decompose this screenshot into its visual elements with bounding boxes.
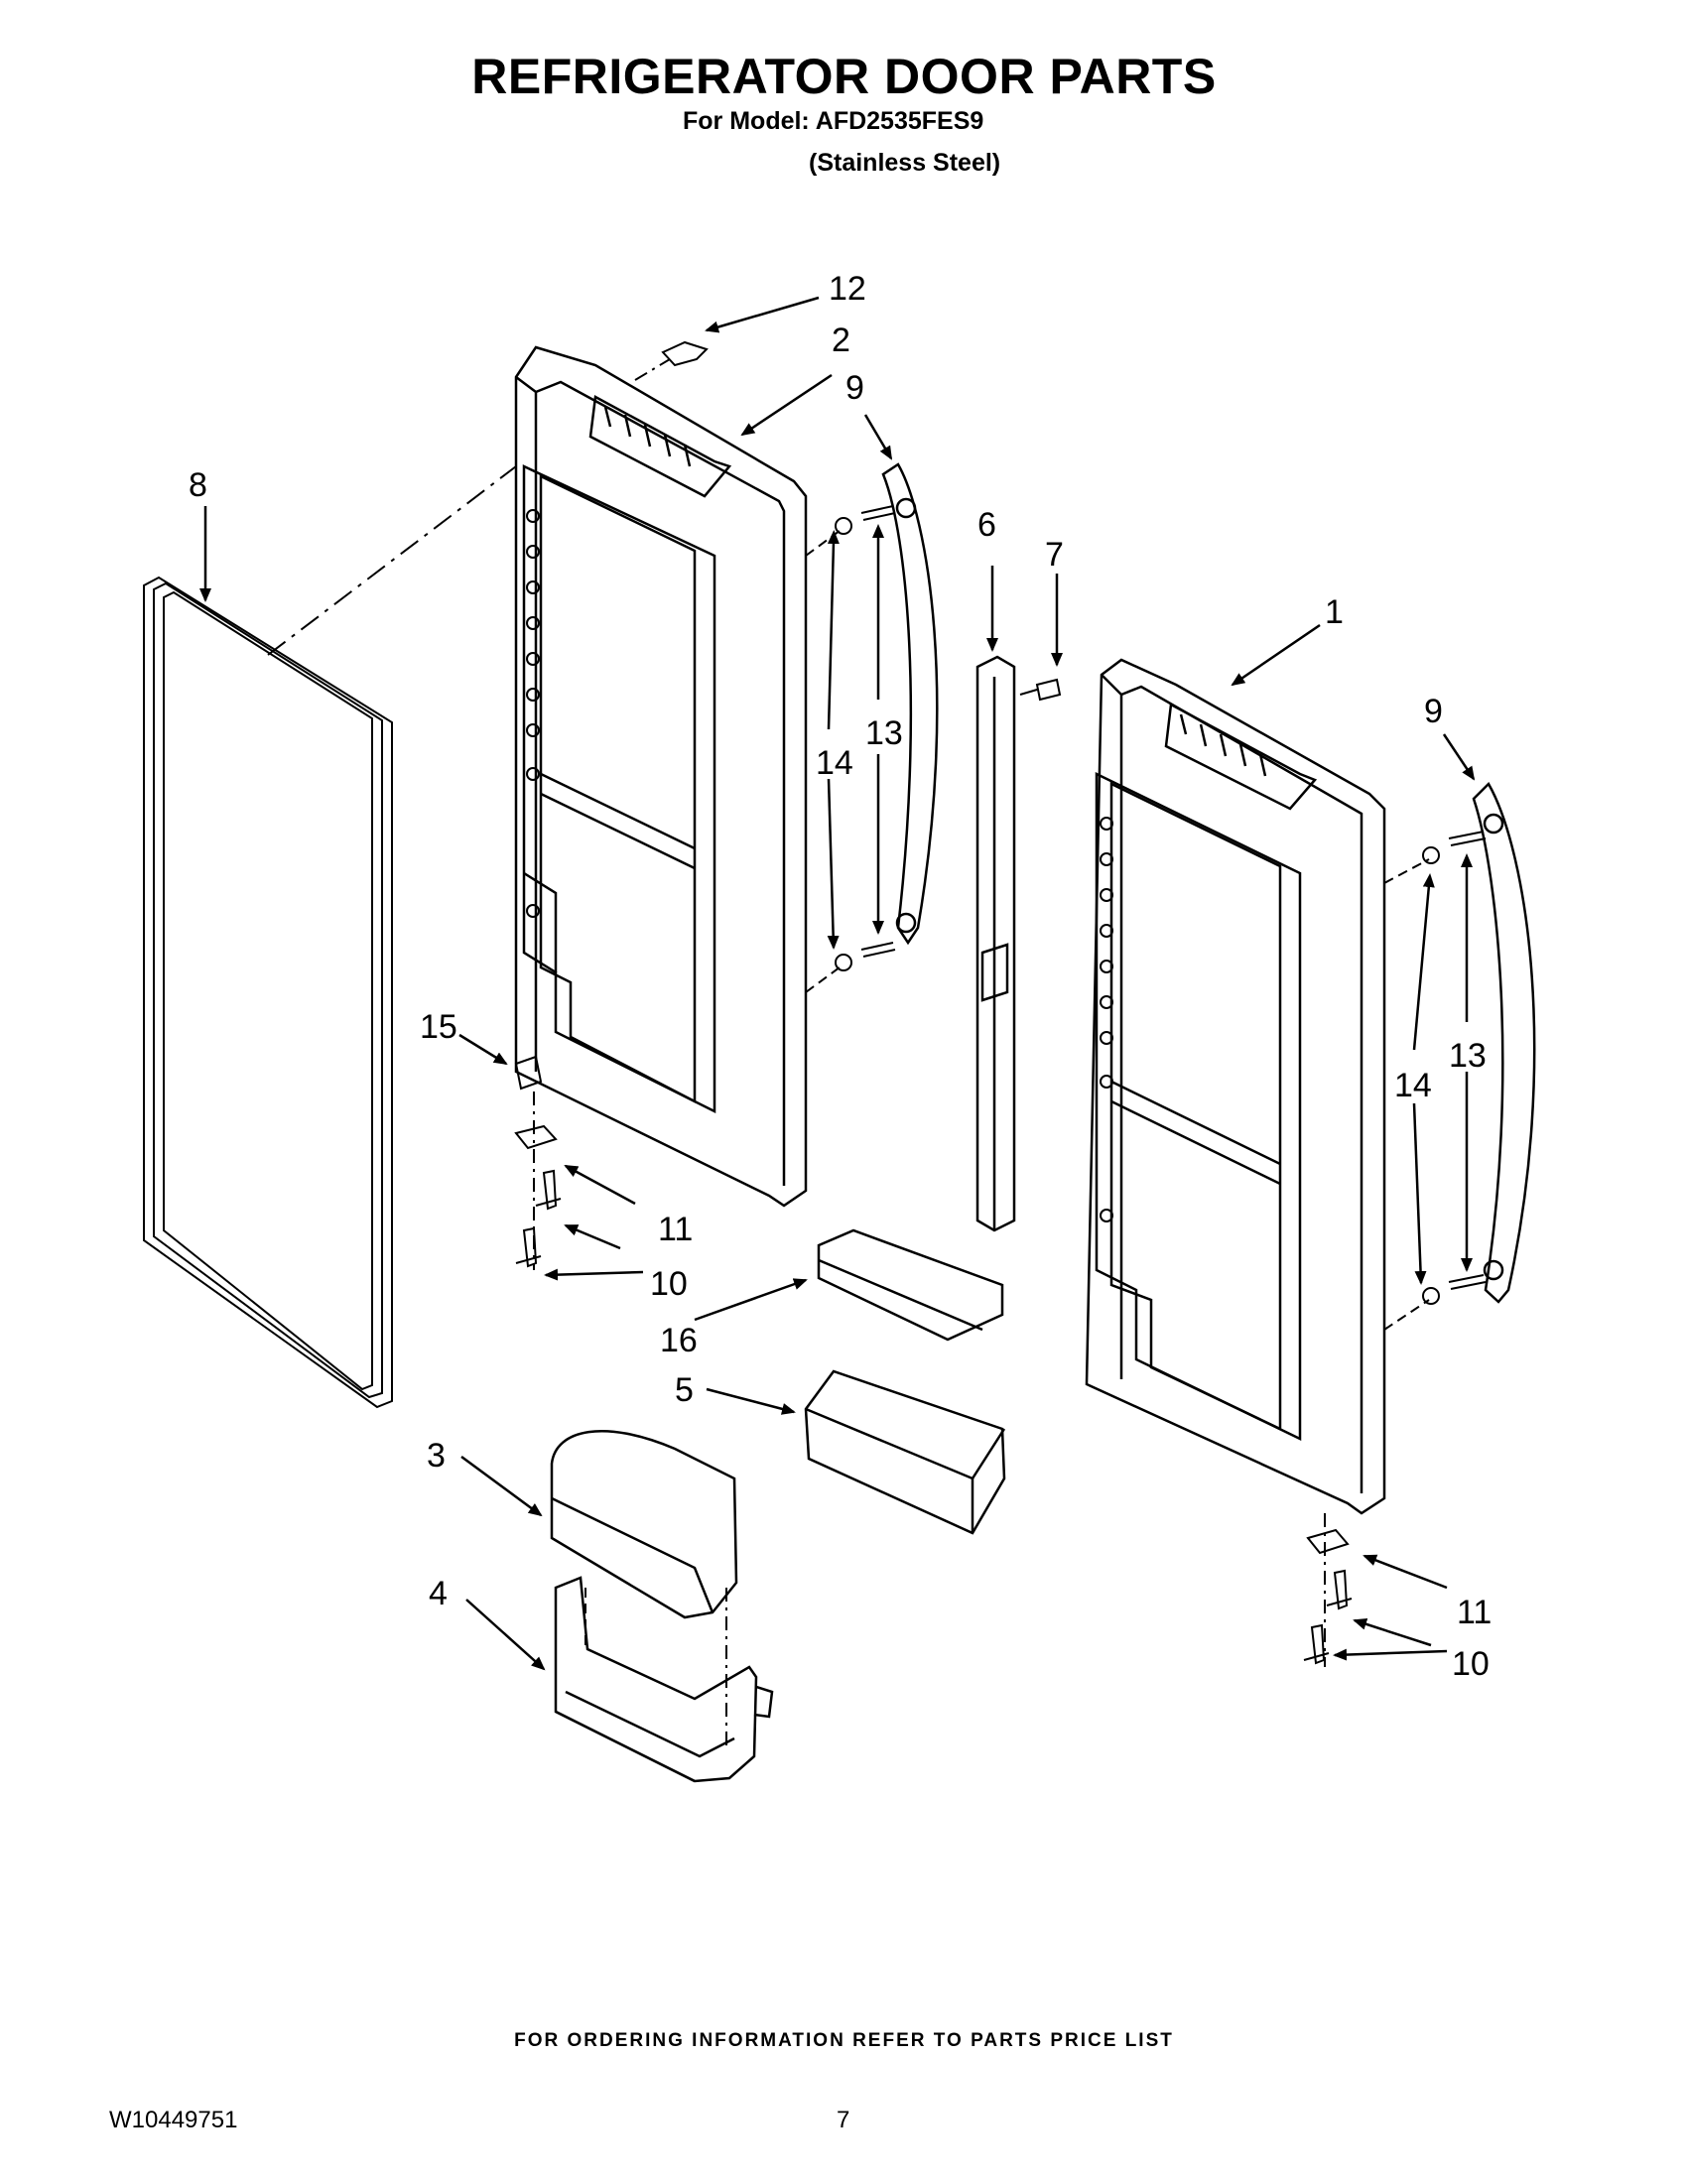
document-number: W10449751 <box>109 2107 238 2133</box>
leader-line <box>1383 1299 1430 1331</box>
callout-2: 2 <box>832 321 850 359</box>
callout-15: 15 <box>420 1008 457 1046</box>
callout-14-left: 14 <box>816 744 853 782</box>
callout-11-left: 11 <box>658 1211 693 1248</box>
callout-14-right: 14 <box>1394 1067 1432 1104</box>
leader-line <box>267 465 517 656</box>
hinge-cap-part <box>661 340 709 367</box>
callout-9-right: 9 <box>1424 693 1443 730</box>
right-door-liner-part <box>1085 658 1386 1515</box>
leader-line <box>1383 858 1430 884</box>
dispenser-bin-part <box>554 1576 774 1783</box>
callout-10-right: 10 <box>1452 1645 1490 1683</box>
left-door-handle-part <box>881 462 939 946</box>
callout-6: 6 <box>977 506 996 544</box>
callout-4: 4 <box>429 1575 448 1612</box>
door-bin-part <box>804 1369 1006 1535</box>
leader-line <box>805 527 844 557</box>
callout-arrows <box>199 296 1476 1671</box>
mullion-screw-part <box>1019 678 1062 702</box>
right-door-liner-tabs <box>1100 817 1113 1222</box>
center-mullion-part <box>975 655 1016 1232</box>
leader-line <box>805 964 844 993</box>
left-door-liner-tabs <box>526 509 540 918</box>
callout-13-left: 13 <box>865 714 903 752</box>
finish-label: (Stainless Steel) <box>809 149 1001 177</box>
door-gasket-part <box>143 576 393 1409</box>
shelf-cover-part <box>817 1228 1004 1342</box>
callout-10-left: 10 <box>650 1265 688 1303</box>
callout-9-left: 9 <box>845 369 864 407</box>
callout-13-right: 13 <box>1449 1037 1487 1075</box>
callout-12: 12 <box>829 270 866 308</box>
model-number: For Model: AFD2535FES9 <box>683 107 984 135</box>
handle-screws-left <box>835 505 896 971</box>
callout-16: 16 <box>660 1322 698 1359</box>
left-hinge-hardware <box>514 1055 562 1270</box>
callout-11-right: 11 <box>1457 1594 1492 1631</box>
right-door-handle-part <box>1472 781 1536 1304</box>
leader-line <box>634 358 671 381</box>
page-number: 7 <box>837 2107 850 2133</box>
right-hinge-hardware <box>1303 1513 1353 1667</box>
callout-7: 7 <box>1045 536 1064 574</box>
handle-screws-right <box>1422 831 1487 1305</box>
left-door-liner-part <box>514 345 808 1208</box>
ordering-note: FOR ORDERING INFORMATION REFER TO PARTS … <box>514 2030 1174 2051</box>
callout-3: 3 <box>427 1437 446 1475</box>
page-title: REFRIGERATOR DOOR PARTS <box>471 49 1217 104</box>
dispenser-cover-part <box>550 1430 738 1619</box>
callout-8: 8 <box>189 466 207 504</box>
callout-5: 5 <box>675 1371 694 1409</box>
callout-1: 1 <box>1325 593 1344 631</box>
